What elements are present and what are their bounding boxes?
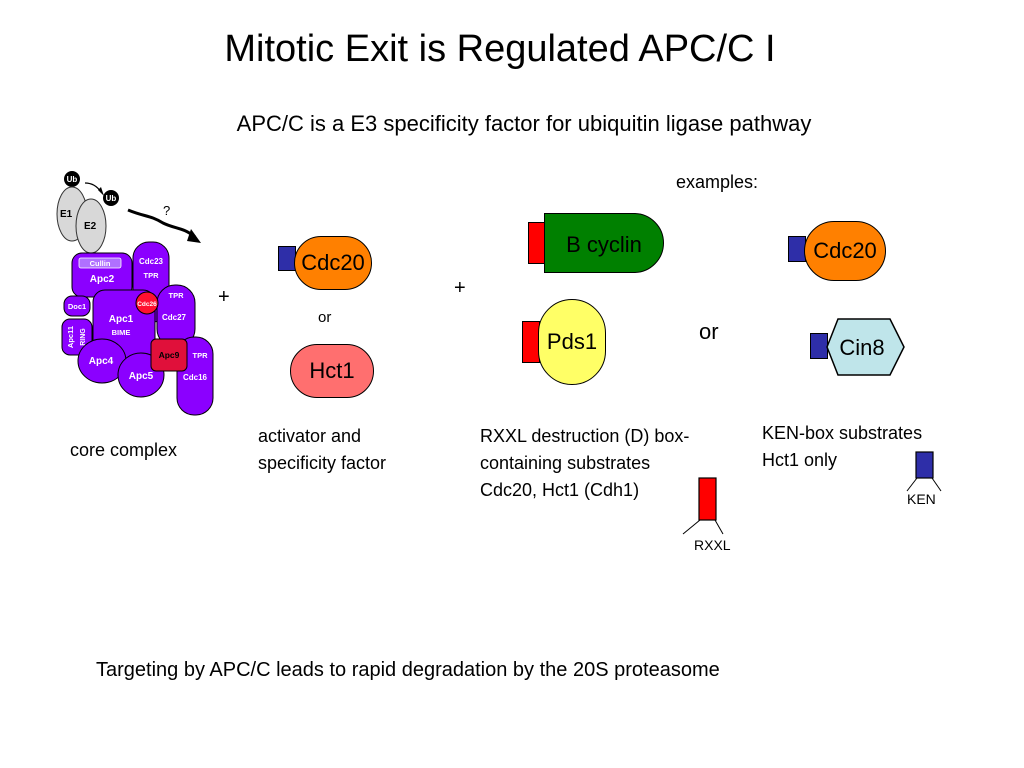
b-cyclin-label: B cyclin — [566, 232, 642, 258]
ken-caption: KEN-box substrates Hct1 only — [762, 420, 922, 474]
page-title: Mitotic Exit is Regulated APC/C I — [0, 28, 1000, 71]
rxxl-leg-left — [683, 520, 700, 534]
apc5-label: Apc5 — [129, 371, 154, 382]
ubiquitination-arrow — [128, 210, 195, 237]
activator-caption-line1: activator and — [258, 423, 386, 450]
cdc20-activator-label: Cdc20 — [301, 250, 365, 276]
core-complex-caption: core complex — [70, 440, 177, 461]
hct1-label: Hct1 — [309, 358, 354, 384]
cdc23-tpr-label: TPR — [144, 271, 160, 280]
apc11-label: Apc11 — [66, 326, 75, 348]
ub-transfer-arrowhead — [98, 187, 104, 196]
cdc16-label: Cdc16 — [183, 373, 208, 382]
ubiquitination-arrowhead — [187, 229, 201, 243]
rxxl-motif-graphic — [680, 476, 740, 536]
e1-label: E1 — [60, 209, 73, 220]
rxxl-box — [699, 478, 716, 520]
cdc20-activator: Cdc20 — [294, 236, 372, 290]
activator-caption-line2: specificity factor — [258, 450, 386, 477]
dbox-caption-line3: Cdc20, Hct1 (Cdh1) — [480, 477, 689, 504]
ken-motif-graphic — [905, 451, 950, 493]
plus-sign-1: + — [218, 286, 230, 309]
bime-label: BIME — [112, 328, 131, 337]
cdc27-label: Cdc27 — [162, 313, 187, 322]
dbox-caption: RXXL destruction (D) box- containing sub… — [480, 423, 689, 504]
hct1-activator: Hct1 — [290, 344, 374, 398]
cdc20-substrate-label: Cdc20 — [813, 238, 877, 264]
pds1-substrate: Pds1 — [538, 299, 606, 385]
apc4-label: Apc4 — [89, 356, 114, 367]
cin8-label: Cin8 — [839, 335, 884, 360]
apc9-label: Apc9 — [159, 350, 180, 360]
cullin-label: Cullin — [90, 259, 111, 268]
cdc20-substrate: Cdc20 — [804, 221, 886, 281]
apc2-label: Apc2 — [90, 274, 115, 285]
ring-label: RING — [80, 328, 87, 346]
or-middle: or — [699, 319, 719, 345]
dbox-caption-line1: RXXL destruction (D) box- — [480, 423, 689, 450]
ken-label: KEN — [907, 491, 936, 507]
rxxl-leg-right — [715, 520, 723, 534]
ub-label-2: Ub — [106, 194, 117, 203]
doc1-label: Doc1 — [68, 302, 86, 311]
ken-caption-line1: KEN-box substrates — [762, 420, 922, 447]
apc1-label: Apc1 — [109, 314, 134, 325]
ken-caption-line2: Hct1 only — [762, 447, 922, 474]
footer-statement: Targeting by APC/C leads to rapid degrad… — [96, 657, 720, 684]
pds1-label: Pds1 — [547, 329, 597, 355]
e2-label: E2 — [84, 221, 97, 232]
cin8-substrate: Cin8 — [826, 318, 906, 376]
cdc23-label: Cdc23 — [139, 257, 164, 266]
activator-or: or — [318, 309, 331, 326]
dbox-caption-line2: containing substrates — [480, 450, 689, 477]
rxxl-label: RXXL — [694, 537, 731, 553]
apc-core-complex-diagram: Ub Ub E1 E2 ? Cdc23 TPR TPR Cdc27 TPR Cd… — [55, 165, 230, 425]
plus-sign-2: + — [454, 277, 466, 300]
ken-leg-right — [932, 478, 941, 491]
ub-transfer-arrow — [85, 183, 101, 192]
page-subtitle: APC/C is a E3 specificity factor for ubi… — [0, 111, 1024, 137]
question-mark: ? — [163, 203, 170, 218]
activator-caption: activator and specificity factor — [258, 423, 386, 477]
ken-box — [916, 452, 933, 478]
b-cyclin-substrate: B cyclin — [544, 213, 664, 273]
cdc16-tpr-label: TPR — [193, 351, 209, 360]
cdc27-tpr-label: TPR — [169, 291, 185, 300]
ken-leg-left — [907, 478, 917, 491]
ub-label-1: Ub — [67, 175, 78, 184]
cdc26-label: Cdc26 — [137, 301, 157, 308]
examples-label: examples: — [676, 172, 758, 193]
